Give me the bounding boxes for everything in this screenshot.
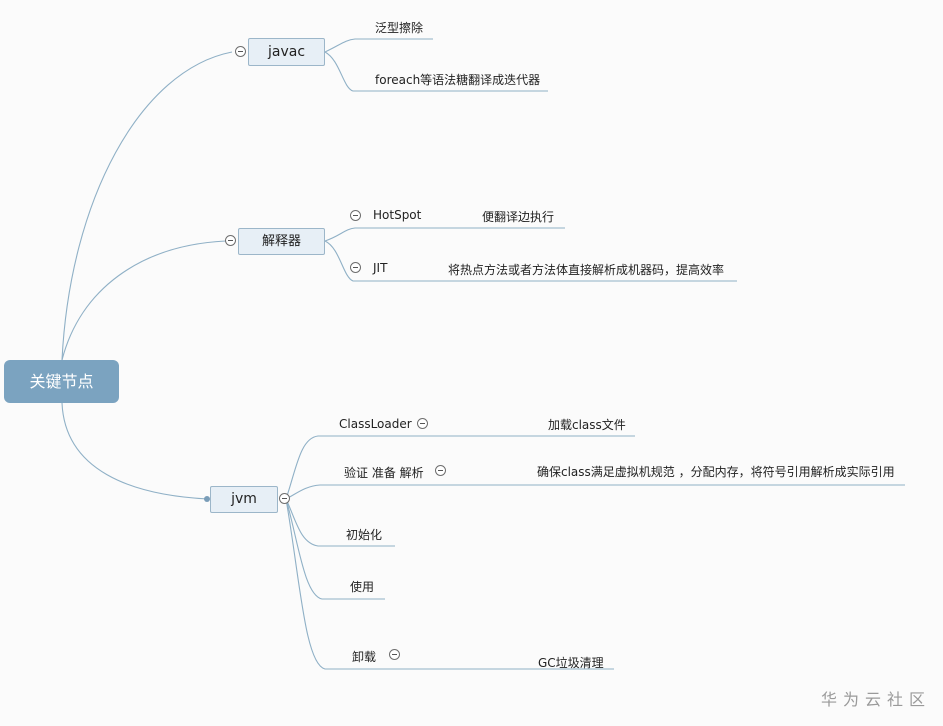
link-jvm-4 xyxy=(285,498,385,600)
classloader-detail[interactable]: 加载class文件 xyxy=(548,418,626,432)
unload-detail[interactable]: GC垃圾清理 xyxy=(538,656,604,670)
node-interpreter[interactable]: 解释器 xyxy=(238,228,325,255)
collapse-verify-icon[interactable] xyxy=(435,465,446,476)
link-javac-2 xyxy=(324,51,548,92)
use-label[interactable]: 使用 xyxy=(350,580,375,594)
jit-label[interactable]: JIT xyxy=(373,261,388,275)
root-node[interactable]: 关键节点 xyxy=(4,360,119,403)
collapse-unload-icon[interactable] xyxy=(389,649,400,660)
collapse-hotspot-icon[interactable] xyxy=(350,210,361,221)
collapse-jvm-icon[interactable] xyxy=(279,493,290,504)
classloader-label[interactable]: ClassLoader xyxy=(339,417,412,431)
javac-child-1[interactable]: 泛型擦除 xyxy=(375,21,424,35)
collapse-interpreter-icon[interactable] xyxy=(225,235,236,246)
link-jvm-3 xyxy=(285,498,395,547)
jvm-connector-dot xyxy=(204,496,210,502)
node-javac-label: javac xyxy=(267,44,306,60)
verify-label[interactable]: 验证 准备 解析 xyxy=(344,466,424,480)
javac-child-2[interactable]: foreach等语法糖翻译成迭代器 xyxy=(375,73,541,87)
link-root-interpreter xyxy=(61,240,227,361)
node-javac[interactable]: javac xyxy=(248,38,325,66)
collapse-classloader-icon[interactable] xyxy=(417,418,428,429)
verify-detail[interactable]: 确保class满足虚拟机规范 ，分配内存，将符号引用解析成实际引用 xyxy=(537,465,895,479)
hotspot-label[interactable]: HotSpot xyxy=(373,208,422,222)
jit-detail[interactable]: 将热点方法或者方法体直接解析成机器码，提高效率 xyxy=(448,263,725,277)
unload-label[interactable]: 卸载 xyxy=(352,650,377,664)
watermark: 华为云社区 xyxy=(820,690,931,709)
link-root-javac xyxy=(61,51,233,361)
link-jvm-5 xyxy=(285,498,614,670)
node-interpreter-label: 解释器 xyxy=(261,234,301,249)
link-javac-1 xyxy=(324,38,433,53)
collapse-jit-icon[interactable] xyxy=(350,262,361,273)
init-label[interactable]: 初始化 xyxy=(346,528,383,542)
link-interp-2 xyxy=(324,240,737,282)
link-jvm-2 xyxy=(285,484,905,500)
hotspot-detail[interactable]: 便翻译边执行 xyxy=(482,210,555,224)
link-interp-1 xyxy=(324,227,565,242)
root-label: 关键节点 xyxy=(29,372,94,391)
collapse-javac-icon[interactable] xyxy=(235,46,246,57)
node-jvm-label: jvm xyxy=(231,491,257,507)
link-root-jvm xyxy=(61,402,209,500)
node-jvm[interactable]: jvm xyxy=(210,486,278,513)
link-jvm-1 xyxy=(285,435,635,500)
